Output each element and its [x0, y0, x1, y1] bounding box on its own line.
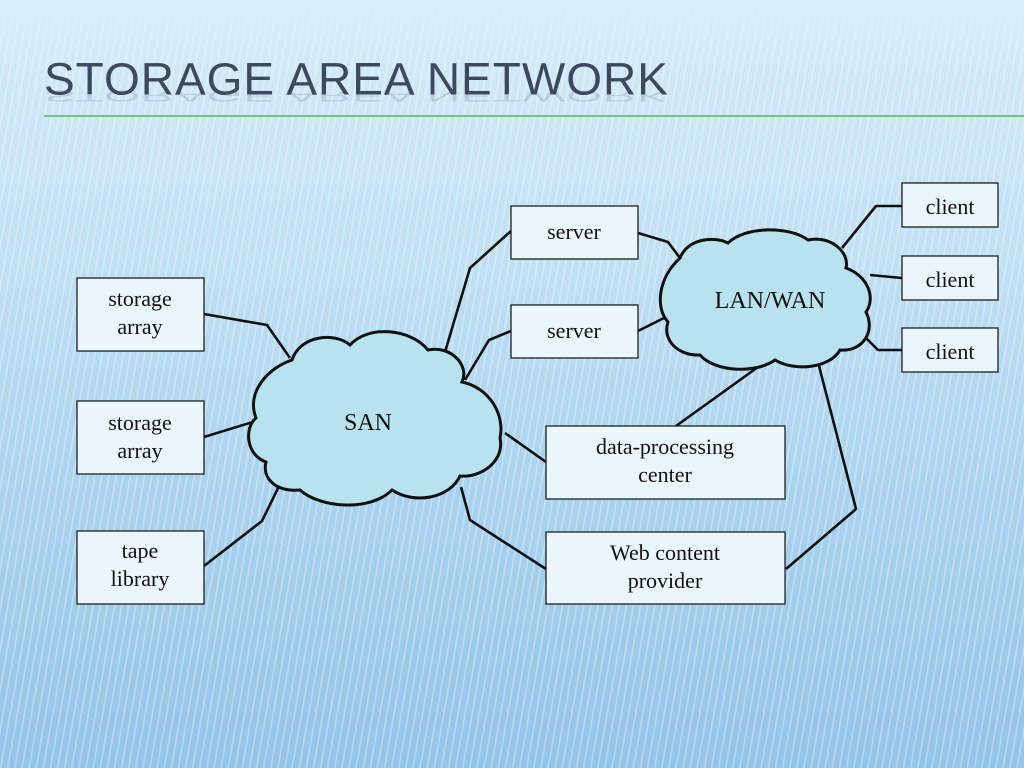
link-tape-library-san	[203, 477, 285, 568]
link-server-2-lanwan	[637, 314, 669, 333]
storage-array-1-line-2: array	[117, 314, 162, 339]
link-lanwan-client-1	[840, 204, 902, 249]
tape-library-line-1: tape	[122, 538, 159, 563]
link-web-content-lanwan	[785, 361, 858, 570]
link-data-processing-lanwan	[675, 365, 759, 428]
storage-array-node-2: storage array	[76, 400, 205, 475]
san-label: SAN	[344, 410, 392, 436]
lanwan-label: LAN/WAN	[715, 288, 826, 314]
link-lanwan-client-2	[869, 273, 903, 280]
data-processing-line-2: center	[638, 462, 692, 487]
client-1-label: client	[926, 194, 975, 219]
tape-library-line-2: library	[111, 566, 170, 591]
background-top-fade	[0, 0, 1024, 60]
server-node-2: server	[510, 304, 639, 359]
link-san-server-2	[463, 329, 512, 381]
lanwan-cloud: LAN/WAN	[658, 228, 872, 371]
data-processing-line-1: data-processing	[596, 434, 734, 459]
storage-array-2-line-2: array	[117, 438, 162, 463]
storage-array-2-line-1: storage	[108, 410, 172, 435]
web-content-line-2: provider	[628, 568, 703, 593]
server-1-label: server	[547, 219, 601, 244]
storage-array-node-1: storage array	[76, 277, 205, 352]
server-2-label: server	[547, 318, 601, 343]
link-san-server-1	[443, 230, 512, 353]
client-node-2: client	[901, 255, 999, 301]
storage-array-1-line-1: storage	[108, 286, 172, 311]
slide-title: STORAGE AREA NETWORK	[44, 53, 669, 105]
data-processing-center-node: data-processing center	[545, 425, 786, 500]
link-san-data-processing	[504, 431, 547, 464]
client-node-3: client	[901, 327, 999, 373]
tape-library-node: tape library	[76, 530, 205, 605]
san-cloud: SAN	[247, 330, 503, 507]
title-underline	[44, 115, 1024, 117]
web-content-provider-node: Web content provider	[545, 531, 786, 605]
link-san-web-content	[459, 486, 547, 571]
server-node-1: server	[510, 205, 639, 260]
client-node-1: client	[901, 182, 999, 228]
client-2-label: client	[926, 267, 975, 292]
connections	[203, 204, 903, 571]
link-server-1-lanwan	[637, 231, 682, 259]
link-storage-array-2-san	[203, 419, 257, 439]
link-storage-array-1-san	[203, 312, 292, 359]
web-content-line-1: Web content	[610, 540, 720, 565]
client-3-label: client	[926, 339, 975, 364]
